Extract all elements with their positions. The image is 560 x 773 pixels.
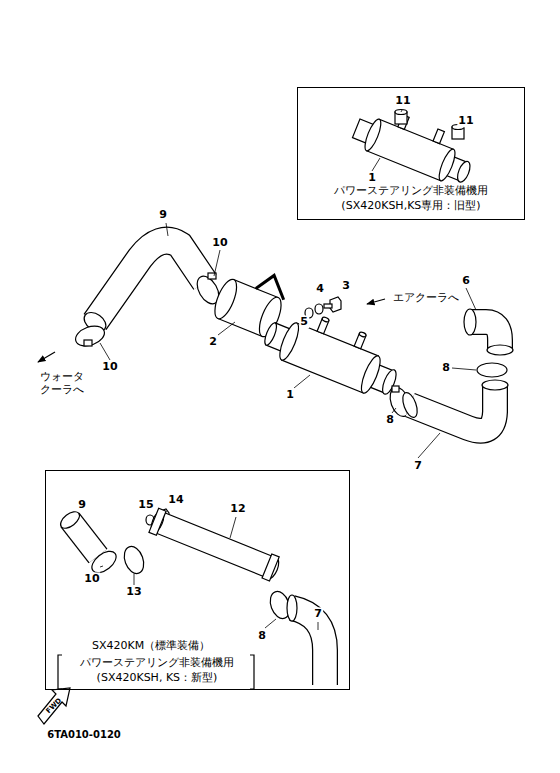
bracket <box>58 655 62 689</box>
callout-number: 2 <box>208 335 218 348</box>
fwd-mark: FWD <box>44 696 64 716</box>
callout-number: 11 <box>457 114 474 127</box>
bracket <box>250 655 254 689</box>
hose-9-end <box>58 508 98 556</box>
hose-9 <box>81 241 205 336</box>
callout-number: 10 <box>83 572 100 585</box>
hose-7-end <box>287 595 325 686</box>
callout-number: 9 <box>77 498 87 511</box>
fwd-arrow <box>38 688 70 724</box>
callout-number: 6 <box>461 274 471 287</box>
note-text: SX420KM（標準装備） <box>92 639 210 653</box>
callout-number: 4 <box>315 282 325 295</box>
cooler-1 <box>259 299 407 402</box>
callout-number: 15 <box>137 498 154 511</box>
callout-number: 13 <box>125 585 142 598</box>
pipe-12 <box>148 508 282 582</box>
hose-7 <box>400 380 508 431</box>
callout-number: 7 <box>413 459 423 472</box>
callout-number: 5 <box>299 315 309 328</box>
callout-number: 12 <box>229 502 246 515</box>
elbow-6 <box>464 309 513 355</box>
cooler-1-old <box>350 100 480 189</box>
callout-number: 7 <box>313 607 323 620</box>
note-text: パワーステアリング非装備機用 (SX420KSH,KS専用：旧型) <box>324 184 499 213</box>
callout-number: 3 <box>341 279 351 292</box>
callout-number: 8 <box>257 629 267 642</box>
callout-number: エアクーラへ <box>392 291 460 304</box>
flow-arrow <box>38 352 55 362</box>
callout-number: 1 <box>367 171 377 184</box>
callout-number: 1 <box>285 388 295 401</box>
cap-11 <box>395 110 464 140</box>
figure-code: 6TA010-0120 <box>46 729 122 741</box>
bolt-washers <box>305 297 341 318</box>
callout-number: 14 <box>167 493 184 506</box>
hose-clamp <box>477 363 507 377</box>
hose-clamp <box>73 273 223 350</box>
callout-number: 10 <box>101 360 118 373</box>
flow-arrow <box>367 299 385 304</box>
callout-number: 8 <box>441 361 451 374</box>
note-text: パワーステアリング非装備機用 (SX420KSH, KS：新型) <box>67 656 247 685</box>
callout-number: 8 <box>385 413 395 426</box>
callout-number: ウォータ クーラへ <box>39 370 89 396</box>
callout-number: 10 <box>211 236 228 249</box>
callout-number: 11 <box>394 94 411 107</box>
hose-clamp-13 <box>121 544 147 576</box>
callout-number: 9 <box>158 208 168 221</box>
